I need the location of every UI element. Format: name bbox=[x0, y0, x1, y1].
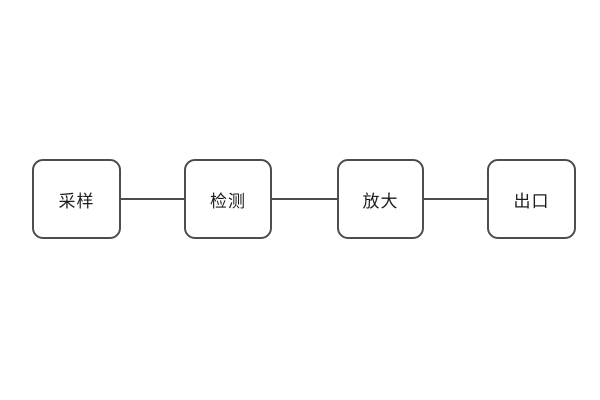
connector-amplification-output bbox=[422, 198, 489, 200]
flow-node-amplification-label: 放大 bbox=[362, 191, 399, 212]
flow-node-sampling: 采样 bbox=[32, 159, 121, 239]
flow-node-output: 出口 bbox=[487, 159, 576, 239]
connector-sampling-detection bbox=[119, 198, 186, 200]
flow-node-sampling-label: 采样 bbox=[58, 191, 95, 212]
flow-node-output-label: 出口 bbox=[513, 191, 550, 212]
flow-node-detection: 检测 bbox=[184, 159, 272, 239]
flow-node-amplification: 放大 bbox=[337, 159, 424, 239]
connector-detection-amplification bbox=[270, 198, 339, 200]
flow-node-detection-label: 检测 bbox=[210, 191, 246, 212]
